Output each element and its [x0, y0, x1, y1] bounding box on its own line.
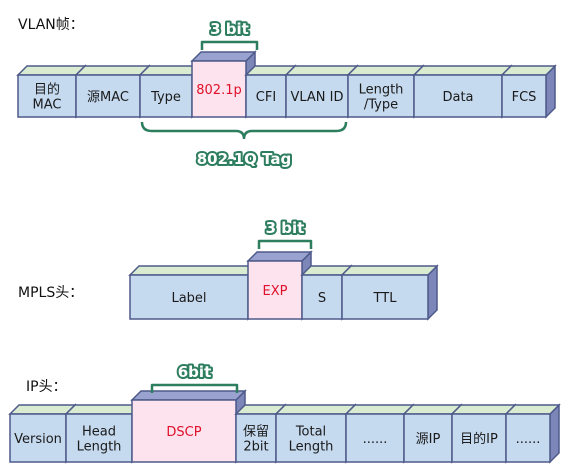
vlan-top-annotation-label: 3 bit [210, 20, 249, 38]
ip-field-2: DSCP [130, 389, 247, 464]
mpls-section-title: MPLS头： [18, 285, 84, 301]
ip-field-top [274, 404, 357, 415]
mpls-field-front [129, 274, 249, 320]
vlan-field-7: Data [412, 64, 513, 119]
ip-field-7: 目的IP [450, 403, 517, 464]
ip-field-front [275, 413, 347, 463]
vlan-field-top [346, 65, 425, 76]
vlan-field-label: VLAN ID [290, 90, 343, 105]
vlan-bottom-annotation: 802.1Q Tag [140, 121, 348, 170]
ip-field-label: Version [14, 432, 62, 447]
ip-field-front [345, 413, 405, 463]
mpls-field-label: S [318, 291, 326, 306]
vlan-top-annotation: 3 bit [200, 18, 259, 50]
mpls-field-top [246, 251, 313, 262]
ip-top-annotation-label: 6bit [178, 363, 212, 381]
vlan-field-label: Data [442, 90, 473, 105]
ip-section-title: IP头： [26, 379, 67, 395]
ip-field-label: ...... [363, 432, 388, 447]
mpls-field-top [340, 265, 439, 276]
vlan-field-label: Length [359, 83, 404, 98]
vlan-field-front [191, 60, 247, 118]
mpls-field-3: TTL [340, 264, 439, 321]
vlan-field-top [500, 65, 557, 76]
mpls-field-label: TTL [373, 291, 398, 306]
ip-field-front [9, 413, 67, 463]
ip-field-top [130, 390, 247, 401]
ip-field-label: 2bit [243, 440, 268, 455]
vlan-field-front [501, 74, 547, 118]
ip-field-top [64, 404, 143, 415]
ip-field-label: DSCP [166, 425, 201, 440]
mpls-field-label: EXP [263, 284, 288, 299]
vlan-field-label: FCS [512, 90, 537, 105]
ip-field-top [344, 404, 415, 415]
vlan-field-5: VLAN ID [284, 64, 359, 119]
ip-field-label: Total [295, 425, 326, 440]
mpls-top-annotation: 3 bit [257, 217, 313, 249]
mpls-top-annotation-bracket [257, 239, 313, 249]
ip-field-label: Length [77, 440, 122, 455]
ip-field-5: ...... [344, 403, 415, 464]
vlan-field-top [74, 65, 151, 76]
vlan-top-annotation-bracket [200, 40, 259, 50]
vlan-field-label: CFI [256, 90, 276, 105]
vlan-field-front [285, 74, 349, 118]
ip-field-top [8, 404, 77, 415]
ip-field-top [504, 404, 561, 415]
vlan-field-1: 源MAC [74, 64, 151, 119]
mpls-field-front [341, 274, 429, 320]
ip-field-top [450, 404, 517, 415]
vlan-field-label: /Type [364, 98, 398, 113]
mpls-field-label: Label [171, 291, 206, 306]
vlan-field-front [413, 74, 503, 118]
vlan-section-title: VLAN帧： [18, 17, 84, 33]
ip-field-label: 源IP [416, 432, 441, 447]
vlan-bottom-annotation-label: 802.1Q Tag [197, 150, 292, 168]
vlan-field-label: 802.1p [196, 83, 241, 98]
vlan-field-top [190, 51, 257, 62]
ip-field-front [451, 413, 507, 463]
vlan-field-label: 目的 [34, 82, 60, 98]
ip-field-front [505, 413, 551, 463]
ip-top-annotation: 6bit [150, 361, 239, 393]
ip-top-annotation-bracket [150, 383, 239, 393]
mpls-top-annotation-label: 3 bit [266, 219, 305, 237]
vlan-field-front [347, 74, 415, 118]
mpls-field-top [128, 265, 259, 276]
ip-field-label: 目的IP [460, 431, 498, 447]
vlan-field-6: Length/Type [346, 64, 425, 119]
ip-field-label: Head [82, 425, 116, 440]
vlan-field-label: MAC [33, 98, 62, 113]
vlan-field-label: 源MAC [87, 90, 129, 105]
ip-field-label: 保留 [243, 425, 269, 440]
mpls-field-front [301, 274, 343, 320]
ip-field-label: Length [289, 440, 334, 455]
vlan-field-label: Type [150, 90, 181, 105]
ip-field-label: ...... [516, 432, 541, 447]
mpls-fields: Label EXP S TTL [128, 250, 439, 321]
ip-field-8: ...... [504, 403, 561, 464]
mpls-field-0: Label [128, 264, 259, 321]
vlan-field-front [139, 74, 193, 118]
vlan-field-8: FCS [500, 64, 557, 119]
vlan-bottom-annotation-bracket [140, 121, 348, 140]
mpls-field-front [247, 260, 303, 320]
vlan-field-top [412, 65, 513, 76]
vlan-field-top [284, 65, 359, 76]
vlan-field-2: Type [138, 64, 203, 119]
vlan-field-top [16, 65, 87, 76]
